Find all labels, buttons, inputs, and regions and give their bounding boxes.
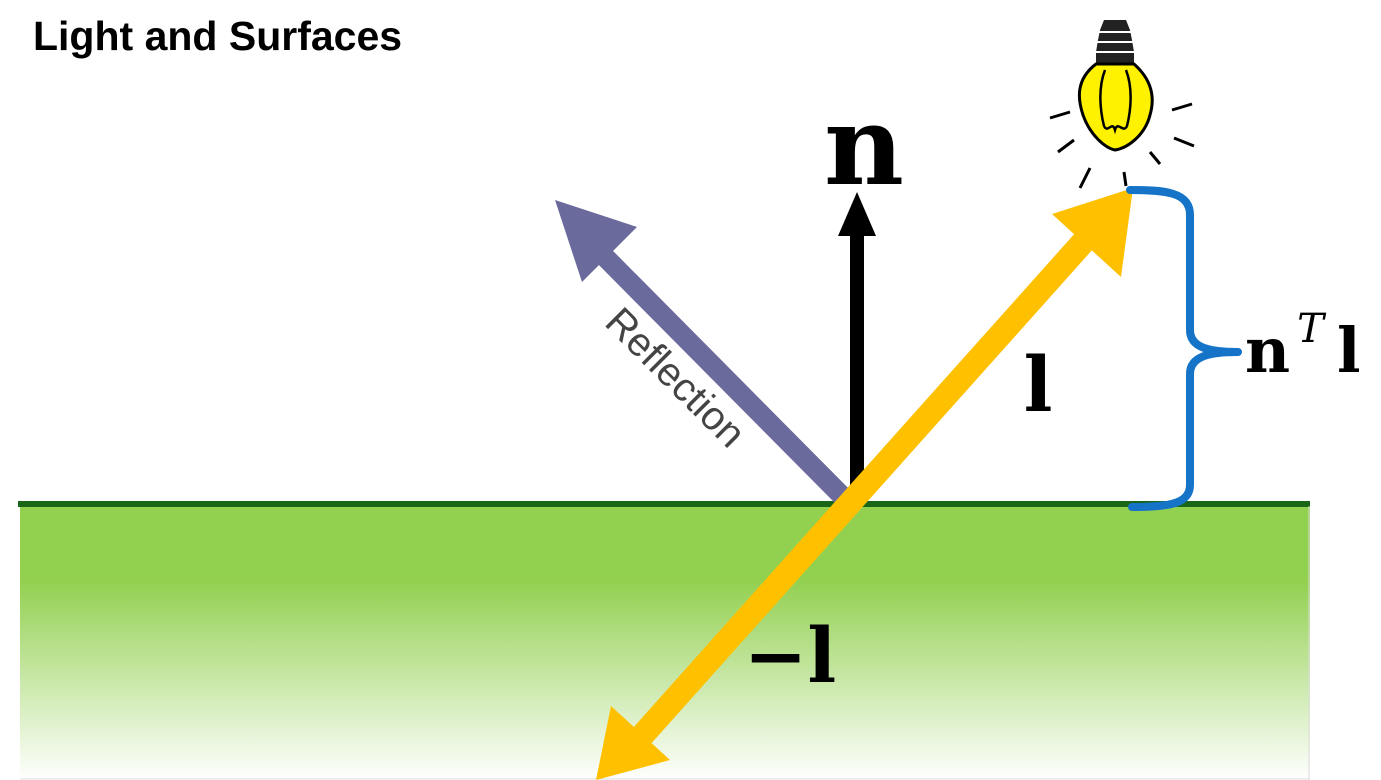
bulb-glass (1077, 62, 1154, 152)
normal-arrow (838, 192, 876, 502)
projection-label-sup: T (1297, 306, 1327, 352)
reflection-arrow (555, 200, 859, 513)
negative-light-label: −l (744, 611, 837, 700)
light-direction-arrow (596, 188, 1133, 780)
normal-label: n (824, 81, 904, 210)
reflection-arrow-shaft (595, 247, 859, 513)
surface (18, 501, 1310, 780)
bulb-ray-5 (1148, 151, 1162, 165)
light-vector-label: l (1024, 340, 1053, 429)
projection-label-n: n (1245, 314, 1290, 387)
bulb-ray-4 (1122, 171, 1128, 187)
projection-label: n T l (1245, 306, 1361, 387)
bulb-ray-6 (1173, 136, 1195, 148)
bulb-ray-7 (1171, 102, 1193, 112)
bulb-ray-2 (1057, 138, 1075, 154)
normal-arrow-head (838, 192, 876, 236)
surface-line (18, 501, 1310, 507)
surface-fill (20, 506, 1310, 780)
negative-light-arrow-head (596, 706, 670, 780)
bulb-ray-3 (1078, 167, 1092, 189)
lightbulb-icon (1049, 20, 1195, 189)
reflection-arrow-head (555, 200, 637, 282)
bulb-ray-1 (1049, 110, 1071, 120)
projection-label-l: l (1337, 314, 1361, 387)
bulb-filament (1099, 69, 1132, 135)
slide-title: Light and Surfaces (33, 13, 403, 59)
light-arrow-shaft (631, 232, 1094, 746)
projection-brace (1126, 186, 1242, 511)
normal-arrow-shaft (850, 232, 864, 502)
light-arrow-head (1052, 188, 1133, 277)
